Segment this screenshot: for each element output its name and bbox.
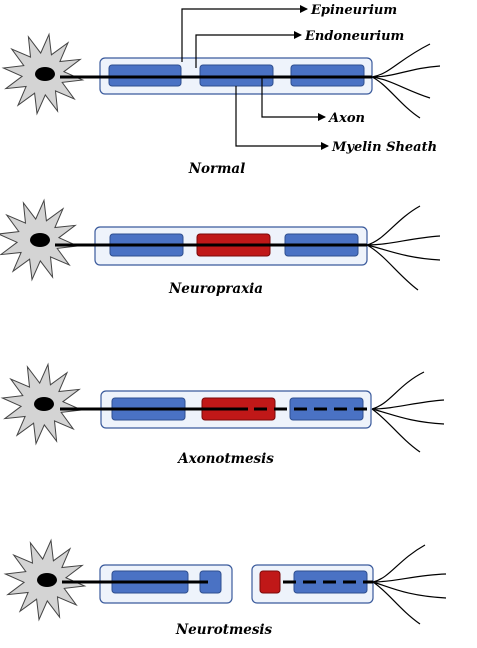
epineurium-leader	[181, 5, 308, 62]
damaged-myelin-stump	[259, 570, 281, 594]
stage-caption: Neurotmesis	[175, 622, 273, 638]
stage-neuropraxia: Neuropraxia	[0, 198, 441, 297]
axon-terminals	[371, 371, 445, 453]
annotation-leaders	[181, 5, 329, 150]
stage-caption: Normal	[188, 161, 246, 177]
stage-normal: Epineurium Endoneurium Axon Myelin Sheat…	[1, 3, 441, 177]
axon-terminals	[372, 544, 447, 625]
stage-caption: Neuropraxia	[168, 281, 263, 297]
epineurium-label: Epineurium	[310, 3, 397, 18]
neuron-cell-body	[0, 198, 80, 282]
stage-neurotmesis: Neurotmesis	[3, 538, 447, 638]
nucleus	[37, 573, 57, 587]
neuron-cell-body	[0, 362, 84, 446]
endoneurium-label: Endoneurium	[304, 29, 404, 44]
myelin-sheath-label: Myelin Sheath	[331, 140, 437, 155]
nucleus	[35, 67, 55, 81]
axon-leader	[261, 77, 326, 121]
neuron-cell-body	[3, 538, 87, 622]
nucleus	[30, 233, 50, 247]
stage-caption: Axonotmesis	[176, 451, 274, 467]
axon-label: Axon	[327, 111, 365, 126]
nucleus	[34, 397, 54, 411]
stage-axonotmesis: Axonotmesis	[0, 362, 445, 467]
endoneurium-leader	[195, 31, 302, 68]
axon-terminals	[371, 43, 441, 119]
neuron-cell-body	[1, 32, 85, 116]
axon-terminals	[366, 205, 441, 291]
myelin-leader	[235, 86, 329, 150]
